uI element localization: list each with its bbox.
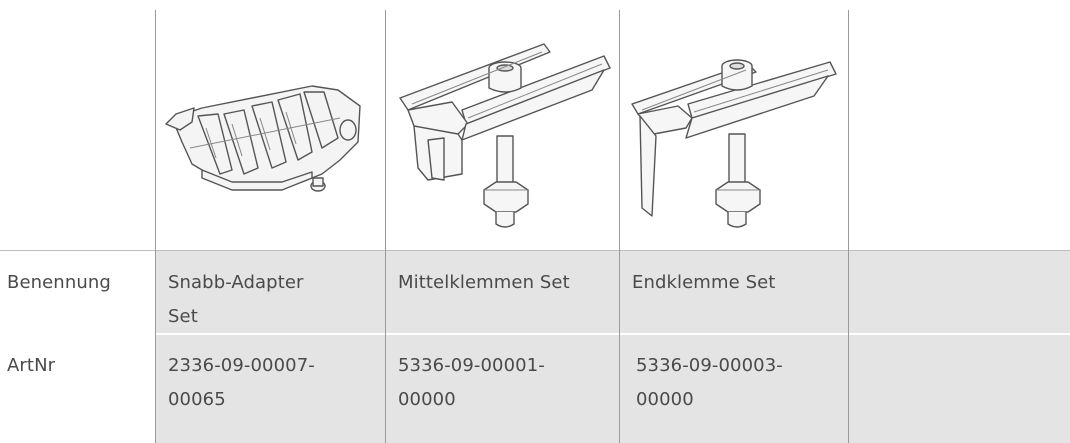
benennung-value-3: Endklemme Set (632, 266, 775, 300)
artnr-value-1-line-2: 00065 (168, 389, 226, 410)
artnr-value-3-line-1: 5336-09-00003- (636, 355, 783, 376)
benennung-value-1-line-1: Snabb-Adapter (168, 272, 304, 293)
column-divider-4 (848, 10, 849, 443)
endklemme-image (631, 59, 837, 228)
artnr-value-2-line-2: 00000 (398, 389, 456, 410)
artnr-label: ArtNr (7, 355, 56, 376)
benennung-cell-3 (620, 251, 848, 333)
column-divider-1 (155, 10, 156, 443)
artnr-cell-1 (156, 334, 385, 443)
artnr-value-3-line-2: 00000 (636, 389, 694, 410)
artnr-cell-4 (849, 334, 1070, 443)
benennung-cell-1 (156, 251, 385, 333)
row-divider-top (0, 250, 1070, 251)
benennung-label: Benennung (7, 272, 111, 293)
benennung-value-2: Mittelklemmen Set (398, 266, 570, 300)
artnr-value-3: 5336-09-00003- 00000 (636, 349, 783, 417)
benennung-value-1-line-2: Set (168, 306, 198, 327)
column-divider-3 (619, 10, 620, 443)
artnr-value-2-line-1: 5336-09-00001- (398, 355, 545, 376)
benennung-value-3-line-1: Endklemme Set (632, 272, 776, 293)
artnr-cell-2 (386, 334, 619, 443)
artnr-value-2: 5336-09-00001- 00000 (398, 349, 545, 417)
benennung-value-1: Snabb-Adapter Set (168, 266, 304, 334)
artnr-cell-3 (620, 334, 848, 443)
benennung-value-2-line-1: Mittelklemmen Set (398, 272, 570, 293)
mittelklemme-image (399, 43, 611, 228)
snabb-adapter-image (165, 85, 361, 192)
benennung-cell-4 (849, 251, 1070, 333)
artnr-value-1: 2336-09-00007- 00065 (168, 349, 315, 417)
artnr-value-1-line-1: 2336-09-00007- (168, 355, 315, 376)
row-divider-middle (0, 333, 1070, 335)
benennung-cell-2 (386, 251, 619, 333)
column-divider-2 (385, 10, 386, 443)
